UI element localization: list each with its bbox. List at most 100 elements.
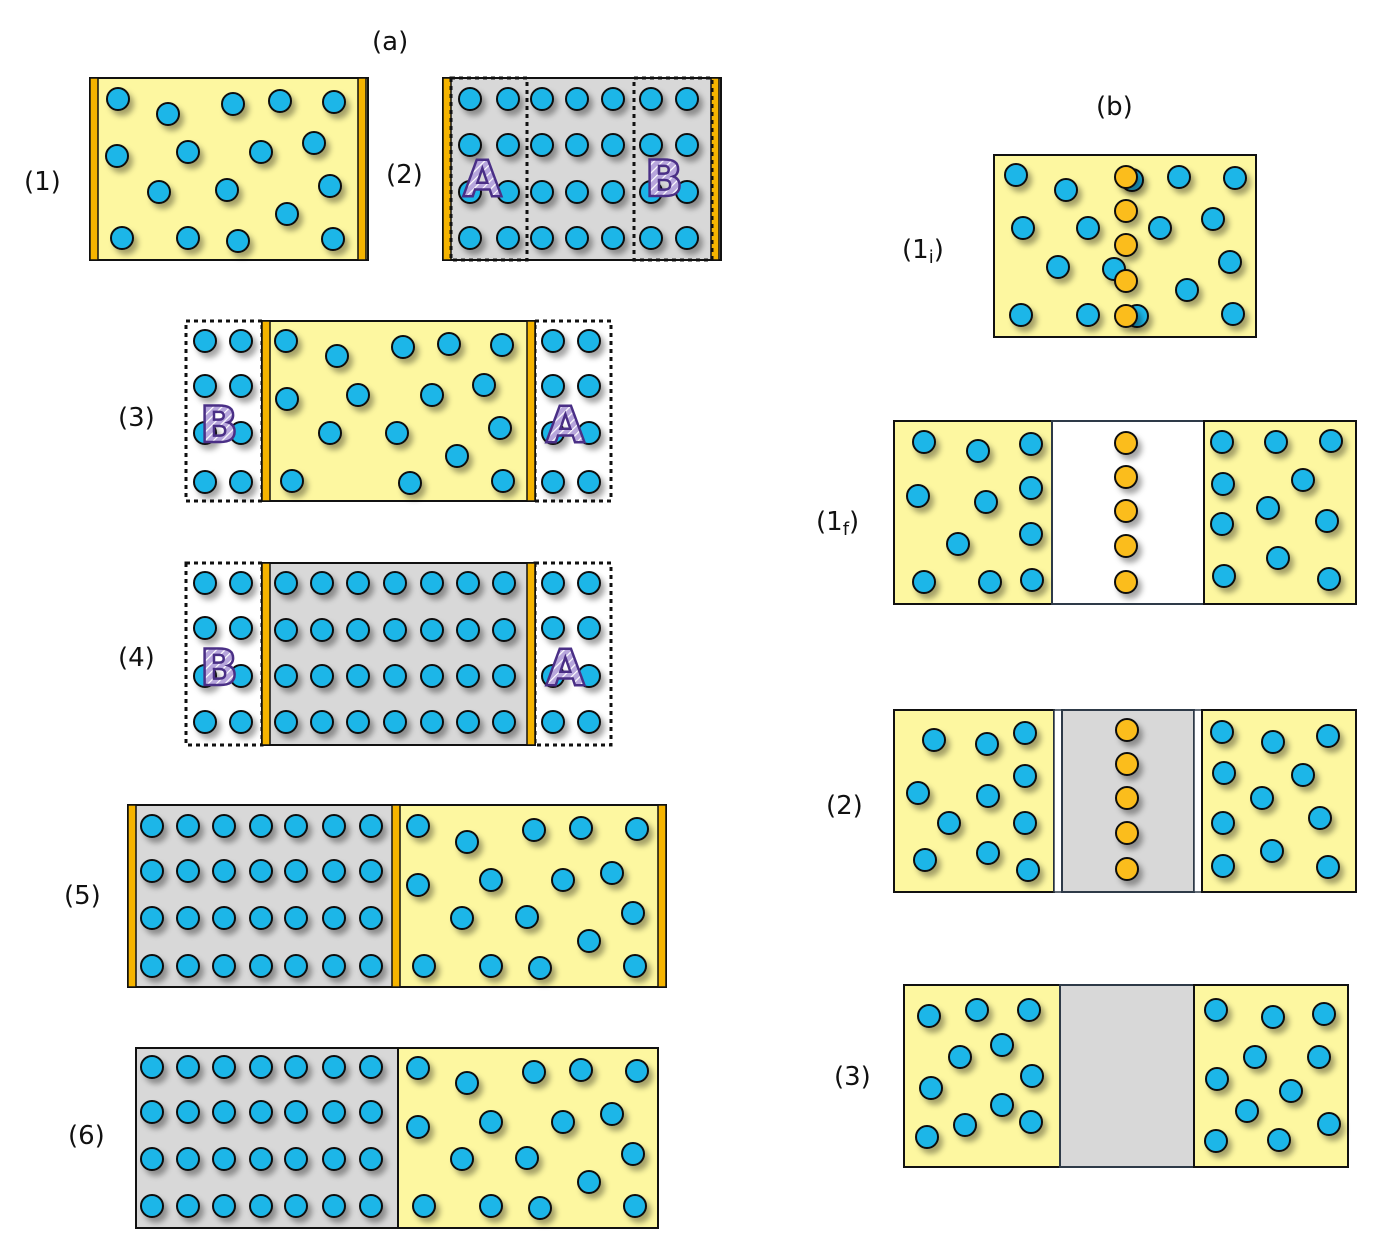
particle xyxy=(212,1194,236,1218)
particle xyxy=(176,859,200,883)
particle xyxy=(528,1196,552,1220)
particle xyxy=(249,906,273,930)
particle xyxy=(1013,764,1037,788)
particle xyxy=(221,92,245,116)
particle xyxy=(383,618,407,642)
interface-particle xyxy=(1114,165,1138,189)
particle xyxy=(140,954,164,978)
particle xyxy=(383,710,407,734)
particle xyxy=(406,1056,430,1080)
particle xyxy=(917,1004,941,1028)
particle xyxy=(249,814,273,838)
particle xyxy=(541,616,565,640)
wall-left xyxy=(127,804,137,988)
particle-group-b3 xyxy=(915,998,1341,1153)
particle xyxy=(322,954,346,978)
particle-group-a4 xyxy=(193,571,601,734)
particle xyxy=(359,814,383,838)
particle xyxy=(212,859,236,883)
step-label-a6: (6) xyxy=(68,1121,105,1151)
particle xyxy=(675,180,699,204)
interface-particle xyxy=(1114,233,1138,257)
particle xyxy=(496,180,520,204)
particle xyxy=(515,905,539,929)
particle xyxy=(359,906,383,930)
particle xyxy=(601,226,625,250)
particle xyxy=(1210,512,1234,536)
particle xyxy=(1218,250,1242,274)
panel-a3-box xyxy=(184,319,613,503)
interface-particle xyxy=(1115,786,1139,810)
interface-particle xyxy=(1114,534,1138,558)
particle xyxy=(406,1115,430,1139)
particle xyxy=(212,1100,236,1124)
particle xyxy=(140,1055,164,1079)
wall-middle xyxy=(391,804,401,988)
particle xyxy=(212,954,236,978)
particle xyxy=(974,490,998,514)
particle-group-a3 xyxy=(193,329,601,495)
particle xyxy=(472,373,496,397)
particle xyxy=(1211,472,1235,496)
particle xyxy=(541,571,565,595)
particle xyxy=(322,814,346,838)
particle xyxy=(193,421,217,445)
particle xyxy=(249,140,273,164)
particle xyxy=(105,144,129,168)
wall-left xyxy=(89,77,99,261)
particle xyxy=(437,332,461,356)
step-label-a2: (2) xyxy=(386,160,423,190)
particle xyxy=(990,1093,1014,1117)
particle xyxy=(310,664,334,688)
particle xyxy=(577,329,601,353)
panel-a-title: (a) xyxy=(372,27,408,57)
particle xyxy=(359,1055,383,1079)
particle xyxy=(1020,1064,1044,1088)
particle xyxy=(976,841,1000,865)
particle xyxy=(937,811,961,835)
particle xyxy=(420,383,444,407)
particle xyxy=(541,329,565,353)
particle-group-b2 xyxy=(906,718,1340,882)
particle xyxy=(229,664,253,688)
particle xyxy=(528,956,552,980)
particle xyxy=(176,1147,200,1171)
particle xyxy=(156,102,180,126)
particle xyxy=(522,818,546,842)
particle xyxy=(110,226,134,250)
particle xyxy=(565,87,589,111)
particle xyxy=(1212,761,1236,785)
particle xyxy=(565,133,589,157)
dotted-region-b xyxy=(632,76,714,262)
particle xyxy=(212,1147,236,1171)
particle-group-b1f xyxy=(906,429,1343,594)
particle xyxy=(284,1194,308,1218)
particle xyxy=(284,814,308,838)
particle xyxy=(284,906,308,930)
particle xyxy=(1221,302,1245,326)
particle xyxy=(565,226,589,250)
particle xyxy=(551,1110,575,1134)
particle xyxy=(310,571,334,595)
particle xyxy=(406,873,430,897)
particle xyxy=(176,906,200,930)
particle xyxy=(946,532,970,556)
particle xyxy=(140,814,164,838)
particle xyxy=(1013,811,1037,835)
particle-group-a5 xyxy=(140,814,649,980)
particle xyxy=(229,571,253,595)
particle xyxy=(346,664,370,688)
particle-group-a2 xyxy=(458,87,699,250)
particle xyxy=(249,1194,273,1218)
particle xyxy=(455,830,479,854)
particle xyxy=(1019,432,1043,456)
particle xyxy=(1211,811,1235,835)
particle xyxy=(284,1055,308,1079)
particle xyxy=(577,571,601,595)
particle xyxy=(346,618,370,642)
particle xyxy=(1167,165,1191,189)
particle xyxy=(569,1058,593,1082)
particle xyxy=(1013,721,1037,745)
particle xyxy=(1019,522,1043,546)
particle xyxy=(1175,278,1199,302)
